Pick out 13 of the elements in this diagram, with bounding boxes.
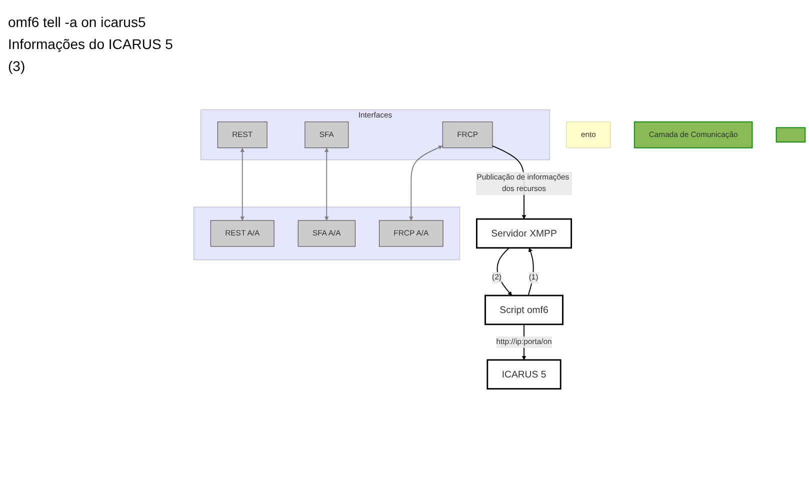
node-box: Servidor XMPP <box>476 218 572 249</box>
arrow <box>528 248 534 296</box>
note-label: omf6 tell -a on icarus5 <box>8 14 147 30</box>
arrow <box>240 148 244 221</box>
node-box <box>776 127 806 143</box>
arrow <box>496 248 512 296</box>
note-label: Informações do ICARUS 5 <box>8 36 174 52</box>
arrow <box>409 146 443 221</box>
cluster <box>194 206 460 260</box>
node-box: Script omf6 <box>484 294 564 326</box>
note-label: (3) <box>8 58 26 74</box>
node-box: ICARUS 5 <box>486 359 562 390</box>
arrow <box>324 148 329 221</box>
